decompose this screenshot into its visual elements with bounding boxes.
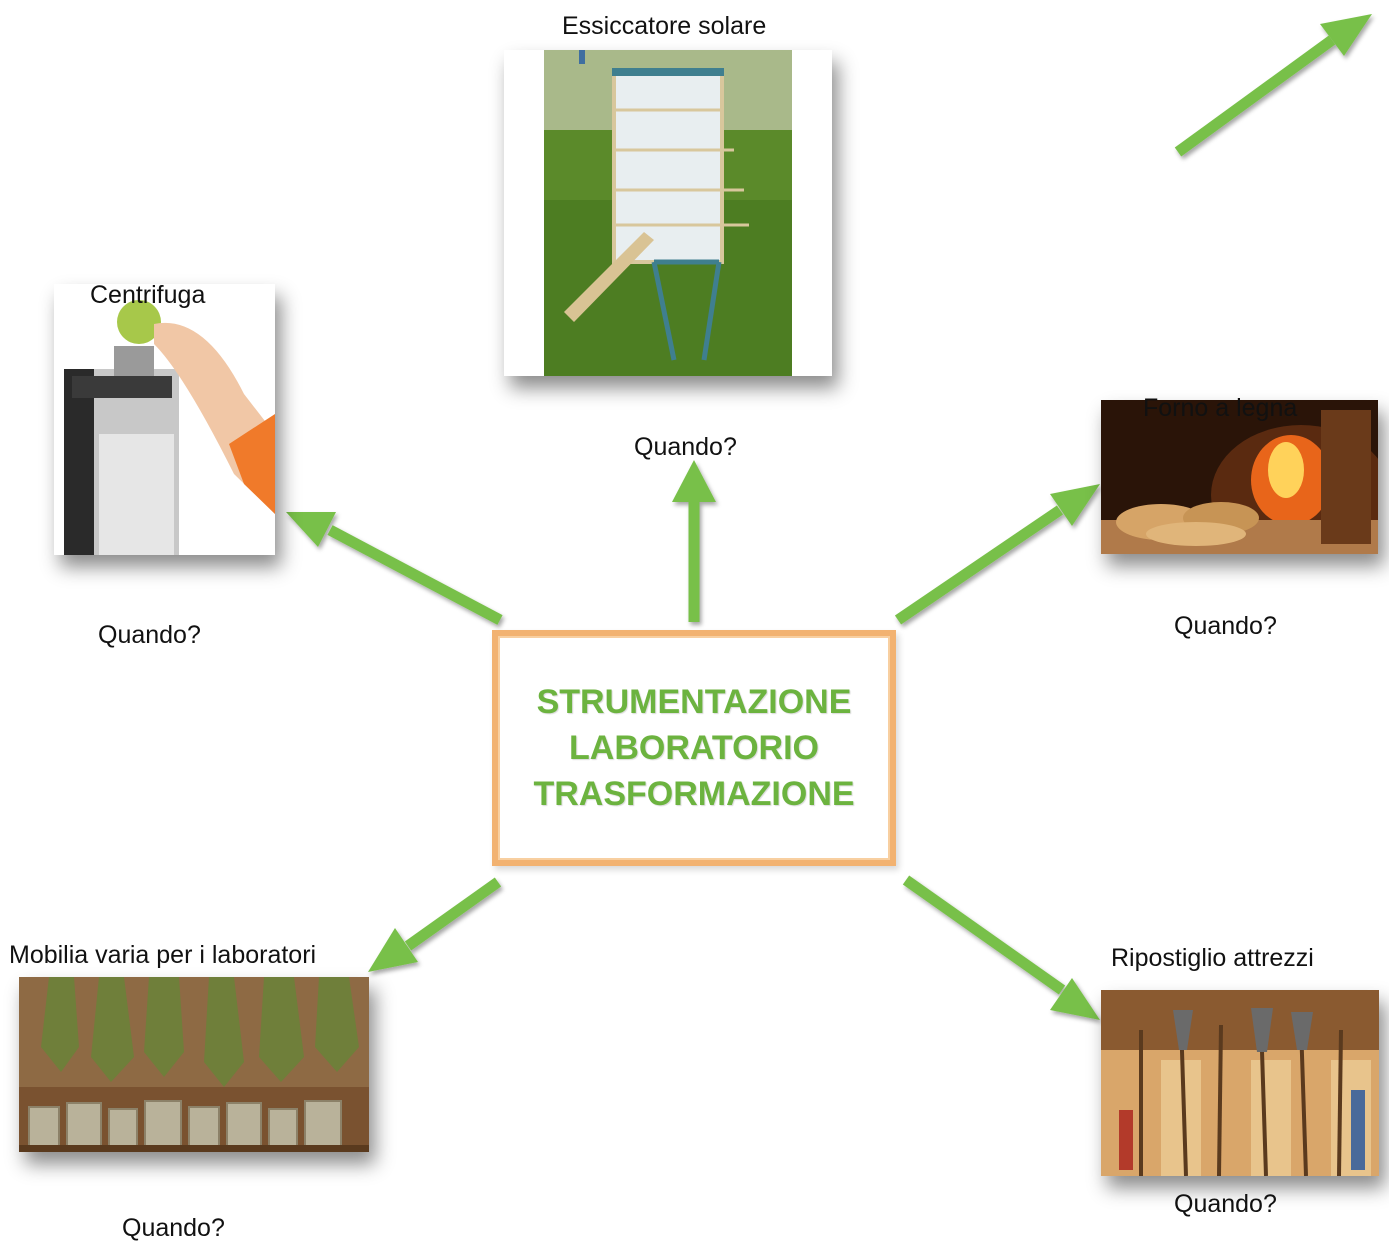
centrifuga-label: Centrifuga	[90, 281, 206, 309]
arrow-to-mobilia	[368, 877, 502, 972]
mobilia-question: Quando?	[122, 1214, 225, 1242]
essiccatore-label: Essiccatore solare	[562, 12, 767, 40]
center-title: STRUMENTAZIONE LABORATORIO TRASFORMAZION…	[533, 683, 855, 813]
ripostiglio-question: Quando?	[1174, 1190, 1277, 1218]
centrifuga-photo	[54, 284, 275, 555]
ripostiglio-label: Ripostiglio attrezzi	[1111, 944, 1314, 972]
forno-label: Forno a legna	[1143, 394, 1298, 422]
arrow-top-right	[1174, 14, 1372, 157]
essiccatore-photo	[504, 50, 832, 376]
mobilia-photo	[19, 977, 369, 1152]
arrow-to-forno	[894, 484, 1100, 625]
forno-photo	[1101, 400, 1378, 554]
mobilia-label: Mobilia varia per i laboratori	[9, 941, 317, 969]
centrifuga-question: Quando?	[98, 621, 201, 649]
forno-question: Quando?	[1174, 612, 1277, 640]
arrow-to-ripostiglio	[902, 875, 1100, 1020]
arrow-to-essiccatore	[672, 460, 716, 622]
center-node: STRUMENTAZIONE LABORATORIO TRASFORMAZION…	[492, 630, 896, 866]
essiccatore-question: Quando?	[634, 433, 737, 461]
arrow-to-centrifuga	[286, 512, 503, 625]
ripostiglio-photo	[1101, 990, 1379, 1176]
